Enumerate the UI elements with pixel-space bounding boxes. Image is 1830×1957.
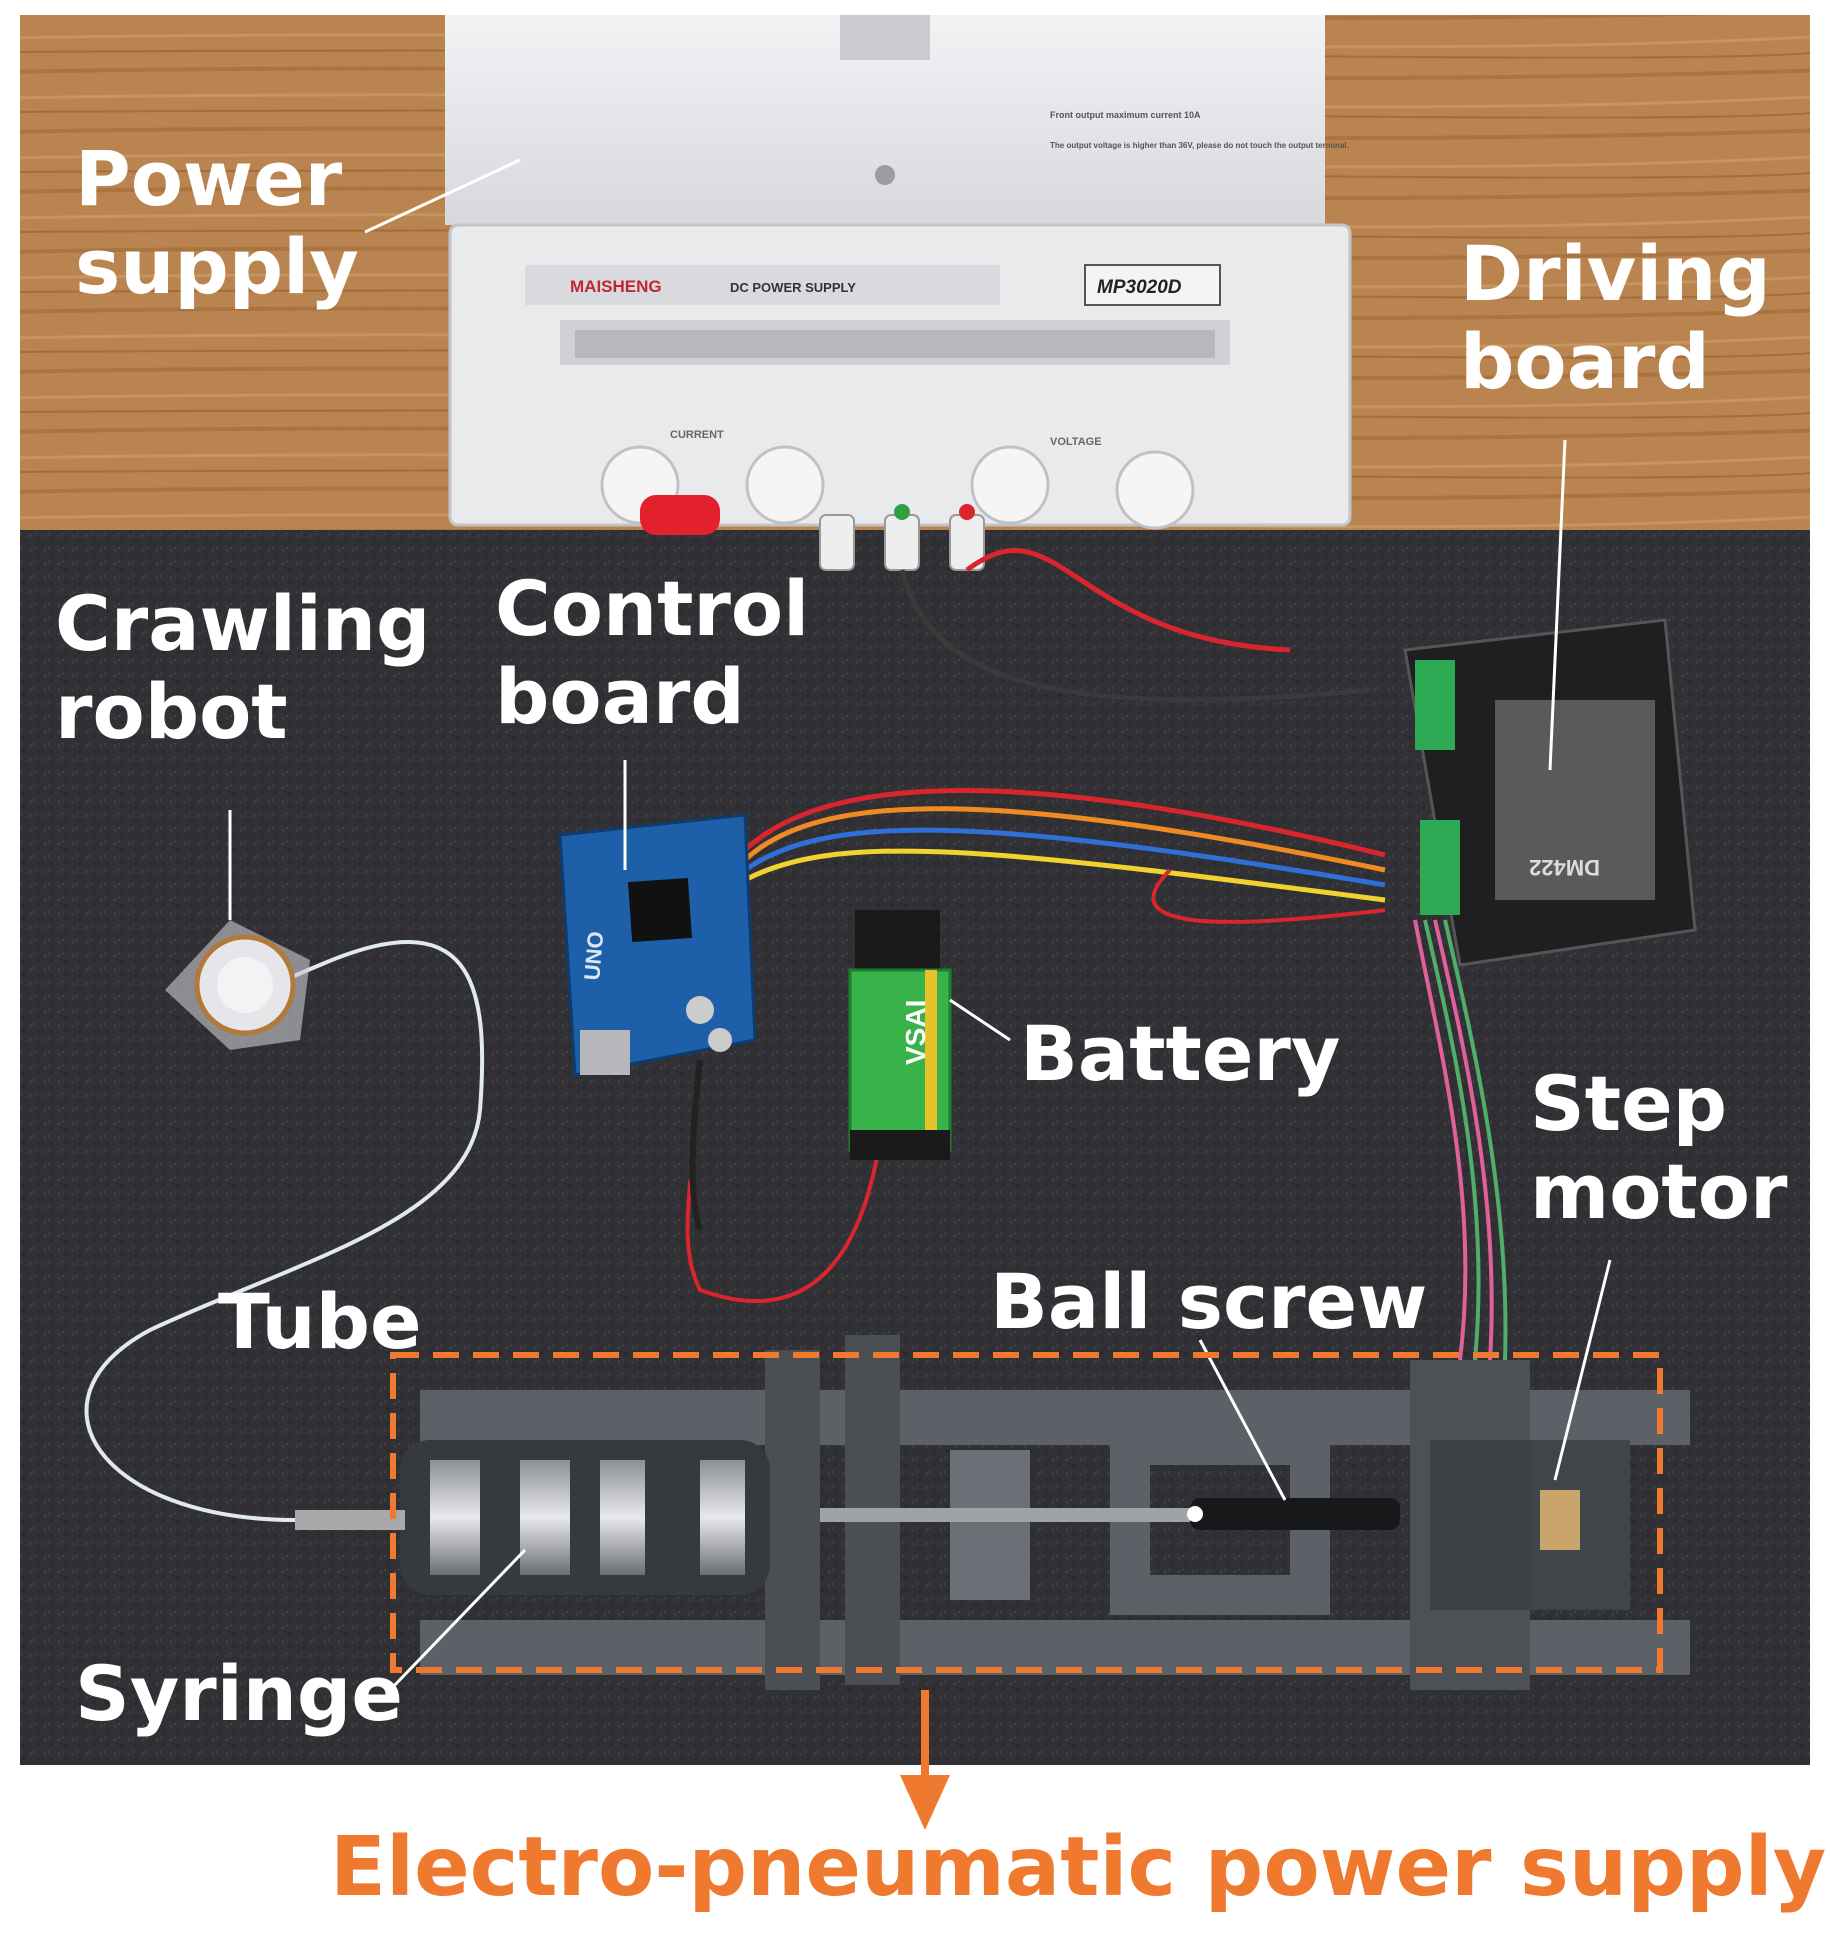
label-control-board-line1: Control <box>495 564 810 653</box>
label-crawling-robot: Crawling robot <box>55 580 430 756</box>
label-battery: Battery <box>1020 1009 1341 1098</box>
label-syringe: Syringe <box>75 1649 403 1738</box>
label-driving-board-line1: Driving <box>1460 229 1771 318</box>
psu-warning-2: The output voltage is higher than 36V, p… <box>1050 141 1349 150</box>
label-power-supply-line2: supply <box>75 222 359 311</box>
label-power-supply-line1: Power <box>75 134 343 223</box>
label-step-motor: Step motor <box>1530 1060 1787 1236</box>
label-control-board-line2: board <box>495 652 745 741</box>
psu-brand-text: MAISHENG <box>570 277 662 296</box>
driving-board-device: DM422 <box>1403 618 1697 967</box>
label-driving-board-line2: board <box>1460 317 1710 406</box>
psu-warning-1: Front output maximum current 10A <box>1050 110 1201 120</box>
crawling-robot-device <box>165 920 310 1050</box>
pump-highlight-box <box>390 1352 1663 1673</box>
label-crawling-robot-line1: Crawling <box>55 579 431 668</box>
label-step-motor-line1: Step <box>1530 1059 1728 1148</box>
power-supply-unit: MAISHENG DC POWER SUPPLY MP3020D CURRENT… <box>445 15 1352 571</box>
tube-line <box>84 939 485 1522</box>
label-tube: Tube <box>218 1277 422 1366</box>
arrow-head <box>900 1775 950 1830</box>
psu-type-text: DC POWER SUPPLY <box>730 280 856 295</box>
label-crawling-robot-line2: robot <box>55 667 288 756</box>
battery-brand-text: VSAI <box>900 1000 931 1065</box>
pump-assembly <box>295 1335 1690 1690</box>
label-power-supply: Power supply <box>75 135 359 311</box>
arduino-label-text: UNO <box>579 930 608 981</box>
psu-model-text: MP3020D <box>1097 277 1182 298</box>
battery-device: VSAI <box>848 910 952 1160</box>
leader-lines <box>228 158 1612 1692</box>
control-board-device: UNO <box>558 813 757 1077</box>
label-step-motor-line2: motor <box>1530 1147 1788 1236</box>
psu-voltage-text: VOLTAGE <box>1050 436 1102 448</box>
caption-electro-pneumatic: Electro-pneumatic power supply <box>330 1820 1827 1915</box>
label-driving-board: Driving board <box>1460 230 1771 406</box>
driver-model-text: DM422 <box>1529 855 1600 880</box>
psu-current-text: CURRENT <box>670 429 724 441</box>
label-control-board: Control board <box>495 565 809 741</box>
label-ball-screw: Ball screw <box>990 1257 1428 1346</box>
